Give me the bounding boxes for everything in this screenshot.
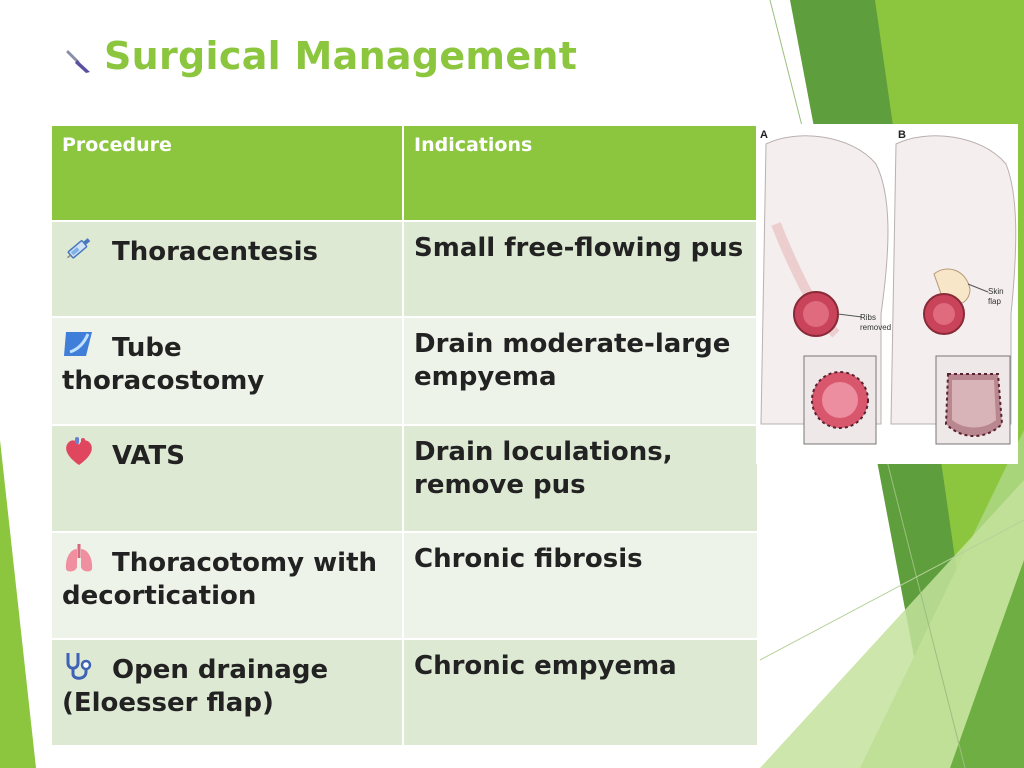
syringe-icon — [67, 238, 91, 259]
indication-cell: Drain loculations, remove pus — [402, 424, 759, 533]
lungs-icon — [65, 544, 93, 572]
panel-a-callout: Ribs — [860, 313, 876, 322]
procedure-name: Open drainage (Eloesser flap) — [62, 655, 329, 718]
procedure-cell: VATS — [50, 424, 404, 533]
panel-a-label: A — [760, 129, 768, 141]
table-row: Open drainage (Eloesser flap) Chronic em… — [50, 638, 759, 747]
indication-cell: Chronic fibrosis — [402, 531, 759, 640]
indication-cell: Drain moderate-large empyema — [402, 316, 759, 426]
svg-text:removed: removed — [860, 323, 891, 332]
procedure-name: VATS — [112, 441, 185, 471]
header-procedure: Procedure — [50, 124, 404, 222]
indication-cell: Small free-flowing pus — [402, 220, 759, 318]
heart-icon — [66, 437, 92, 465]
procedure-cell: Thoracentesis — [50, 220, 404, 318]
procedure-name: Thoracentesis — [112, 237, 318, 267]
table-header-row: Procedure Indications — [50, 124, 759, 222]
panel-b-label: B — [898, 129, 906, 141]
procedures-table: Procedure Indications Thoracentesis Smal… — [50, 124, 759, 747]
procedure-cell: Open drainage (Eloesser flap) — [50, 638, 404, 747]
procedure-name: Thoracotomy with decortication — [62, 548, 378, 611]
svg-text:flap: flap — [988, 297, 1001, 306]
table-row: VATS Drain loculations, remove pus — [50, 424, 759, 533]
stethoscope-icon — [66, 653, 92, 680]
procedure-name: Tube thoracostomy — [62, 333, 265, 396]
indication-cell: Chronic empyema — [402, 638, 759, 747]
procedure-cell: Thoracotomy with decortication — [50, 531, 404, 640]
tube-icon — [64, 332, 92, 356]
procedure-cell: Tube thoracostomy — [50, 316, 404, 426]
panel-b-callout: Skin — [988, 287, 1004, 296]
table-row: Tube thoracostomy Drain moderate-large e… — [50, 316, 759, 426]
table-row: Thoracentesis Small free-flowing pus — [50, 220, 759, 318]
slide-title-bar: Surgical Management — [64, 28, 577, 84]
scalpel-icon — [66, 50, 90, 73]
slide-title: Surgical Management — [104, 34, 578, 78]
table-row: Thoracotomy with decortication Chronic f… — [50, 531, 759, 640]
eloesser-flap-illustration: Ribs removed A Skin flap B — [756, 124, 1018, 464]
header-indications: Indications — [402, 124, 759, 222]
